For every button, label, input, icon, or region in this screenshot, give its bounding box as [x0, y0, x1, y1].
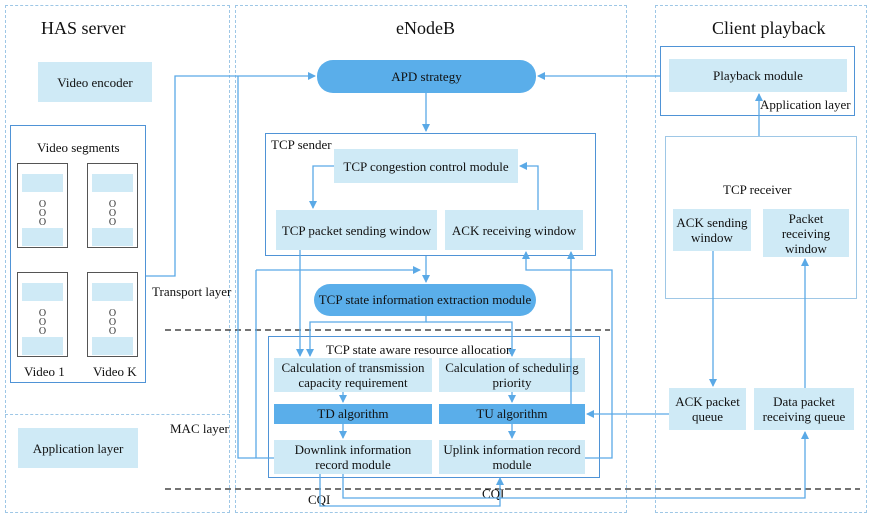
td-algorithm-module: TD algorithm [274, 404, 432, 424]
resource-allocation-label: TCP state aware resource allocation [326, 342, 513, 357]
state-extraction-module: TCP state information extraction module [314, 284, 536, 316]
tcp-receiver-box [665, 136, 857, 299]
mac-layer-label: MAC layer [170, 421, 229, 436]
playback-module: Playback module [669, 59, 847, 92]
arrow-arw-to-cc [519, 162, 539, 210]
has-application-layer-box: Application layer [18, 428, 138, 468]
arrow-cc-to-psw [309, 165, 334, 209]
segment-bar [92, 174, 133, 192]
client-application-layer-box [660, 46, 855, 116]
video-segments-box [10, 125, 146, 383]
video-k-label: Video K [93, 364, 137, 379]
tu-algorithm-module: TU algorithm [439, 404, 585, 424]
video-segments-label: Video segments [37, 140, 120, 155]
ack-receiving-window: ACK receiving window [445, 210, 583, 250]
enodeb-panel [235, 5, 627, 513]
client-panel [655, 5, 867, 513]
video-encoder-box: Video encoder [38, 62, 152, 102]
segment-bar [92, 337, 133, 355]
video-1-label: Video 1 [24, 364, 65, 379]
segment-bar [22, 283, 63, 301]
arrow-downlink-to-apd [237, 76, 274, 459]
has-server-divider [5, 414, 230, 415]
arrow-uplink-to-arw [522, 251, 613, 459]
resource-allocation-box [268, 336, 600, 478]
arrow-segments-to-apd [146, 72, 316, 277]
segment-bar [92, 228, 133, 246]
packet-sending-window: TCP packet sending window [276, 210, 437, 250]
arrow-extraction-to-capacity [306, 316, 427, 357]
client-playback-title: Client playback [712, 18, 826, 38]
apd-strategy-module: APD strategy [317, 60, 536, 93]
has-server-panel [5, 5, 230, 513]
tcp-sender-label: TCP sender [271, 137, 332, 152]
congestion-control-module: TCP congestion control module [334, 149, 518, 183]
segment-bar [22, 174, 63, 192]
tcp-receiver-label: TCP receiver [723, 182, 792, 197]
arrow-downlink-to-dpq [342, 431, 809, 499]
segment-bar [22, 337, 63, 355]
enodeb-title: eNodeB [396, 18, 455, 38]
cqi-label-left: CQI [308, 492, 331, 507]
cqi-label-right: CQI [482, 486, 505, 501]
segment-bar [22, 228, 63, 246]
has-server-title: HAS server [41, 18, 126, 38]
client-application-layer-label: Application layer [760, 97, 851, 112]
segment-bar [92, 283, 133, 301]
arrow-extraction-to-priority [426, 321, 516, 357]
tcp-sender-box [265, 133, 596, 256]
transport-layer-label: Transport layer [152, 284, 232, 299]
arrow-cqi-to-uplink [319, 474, 504, 507]
